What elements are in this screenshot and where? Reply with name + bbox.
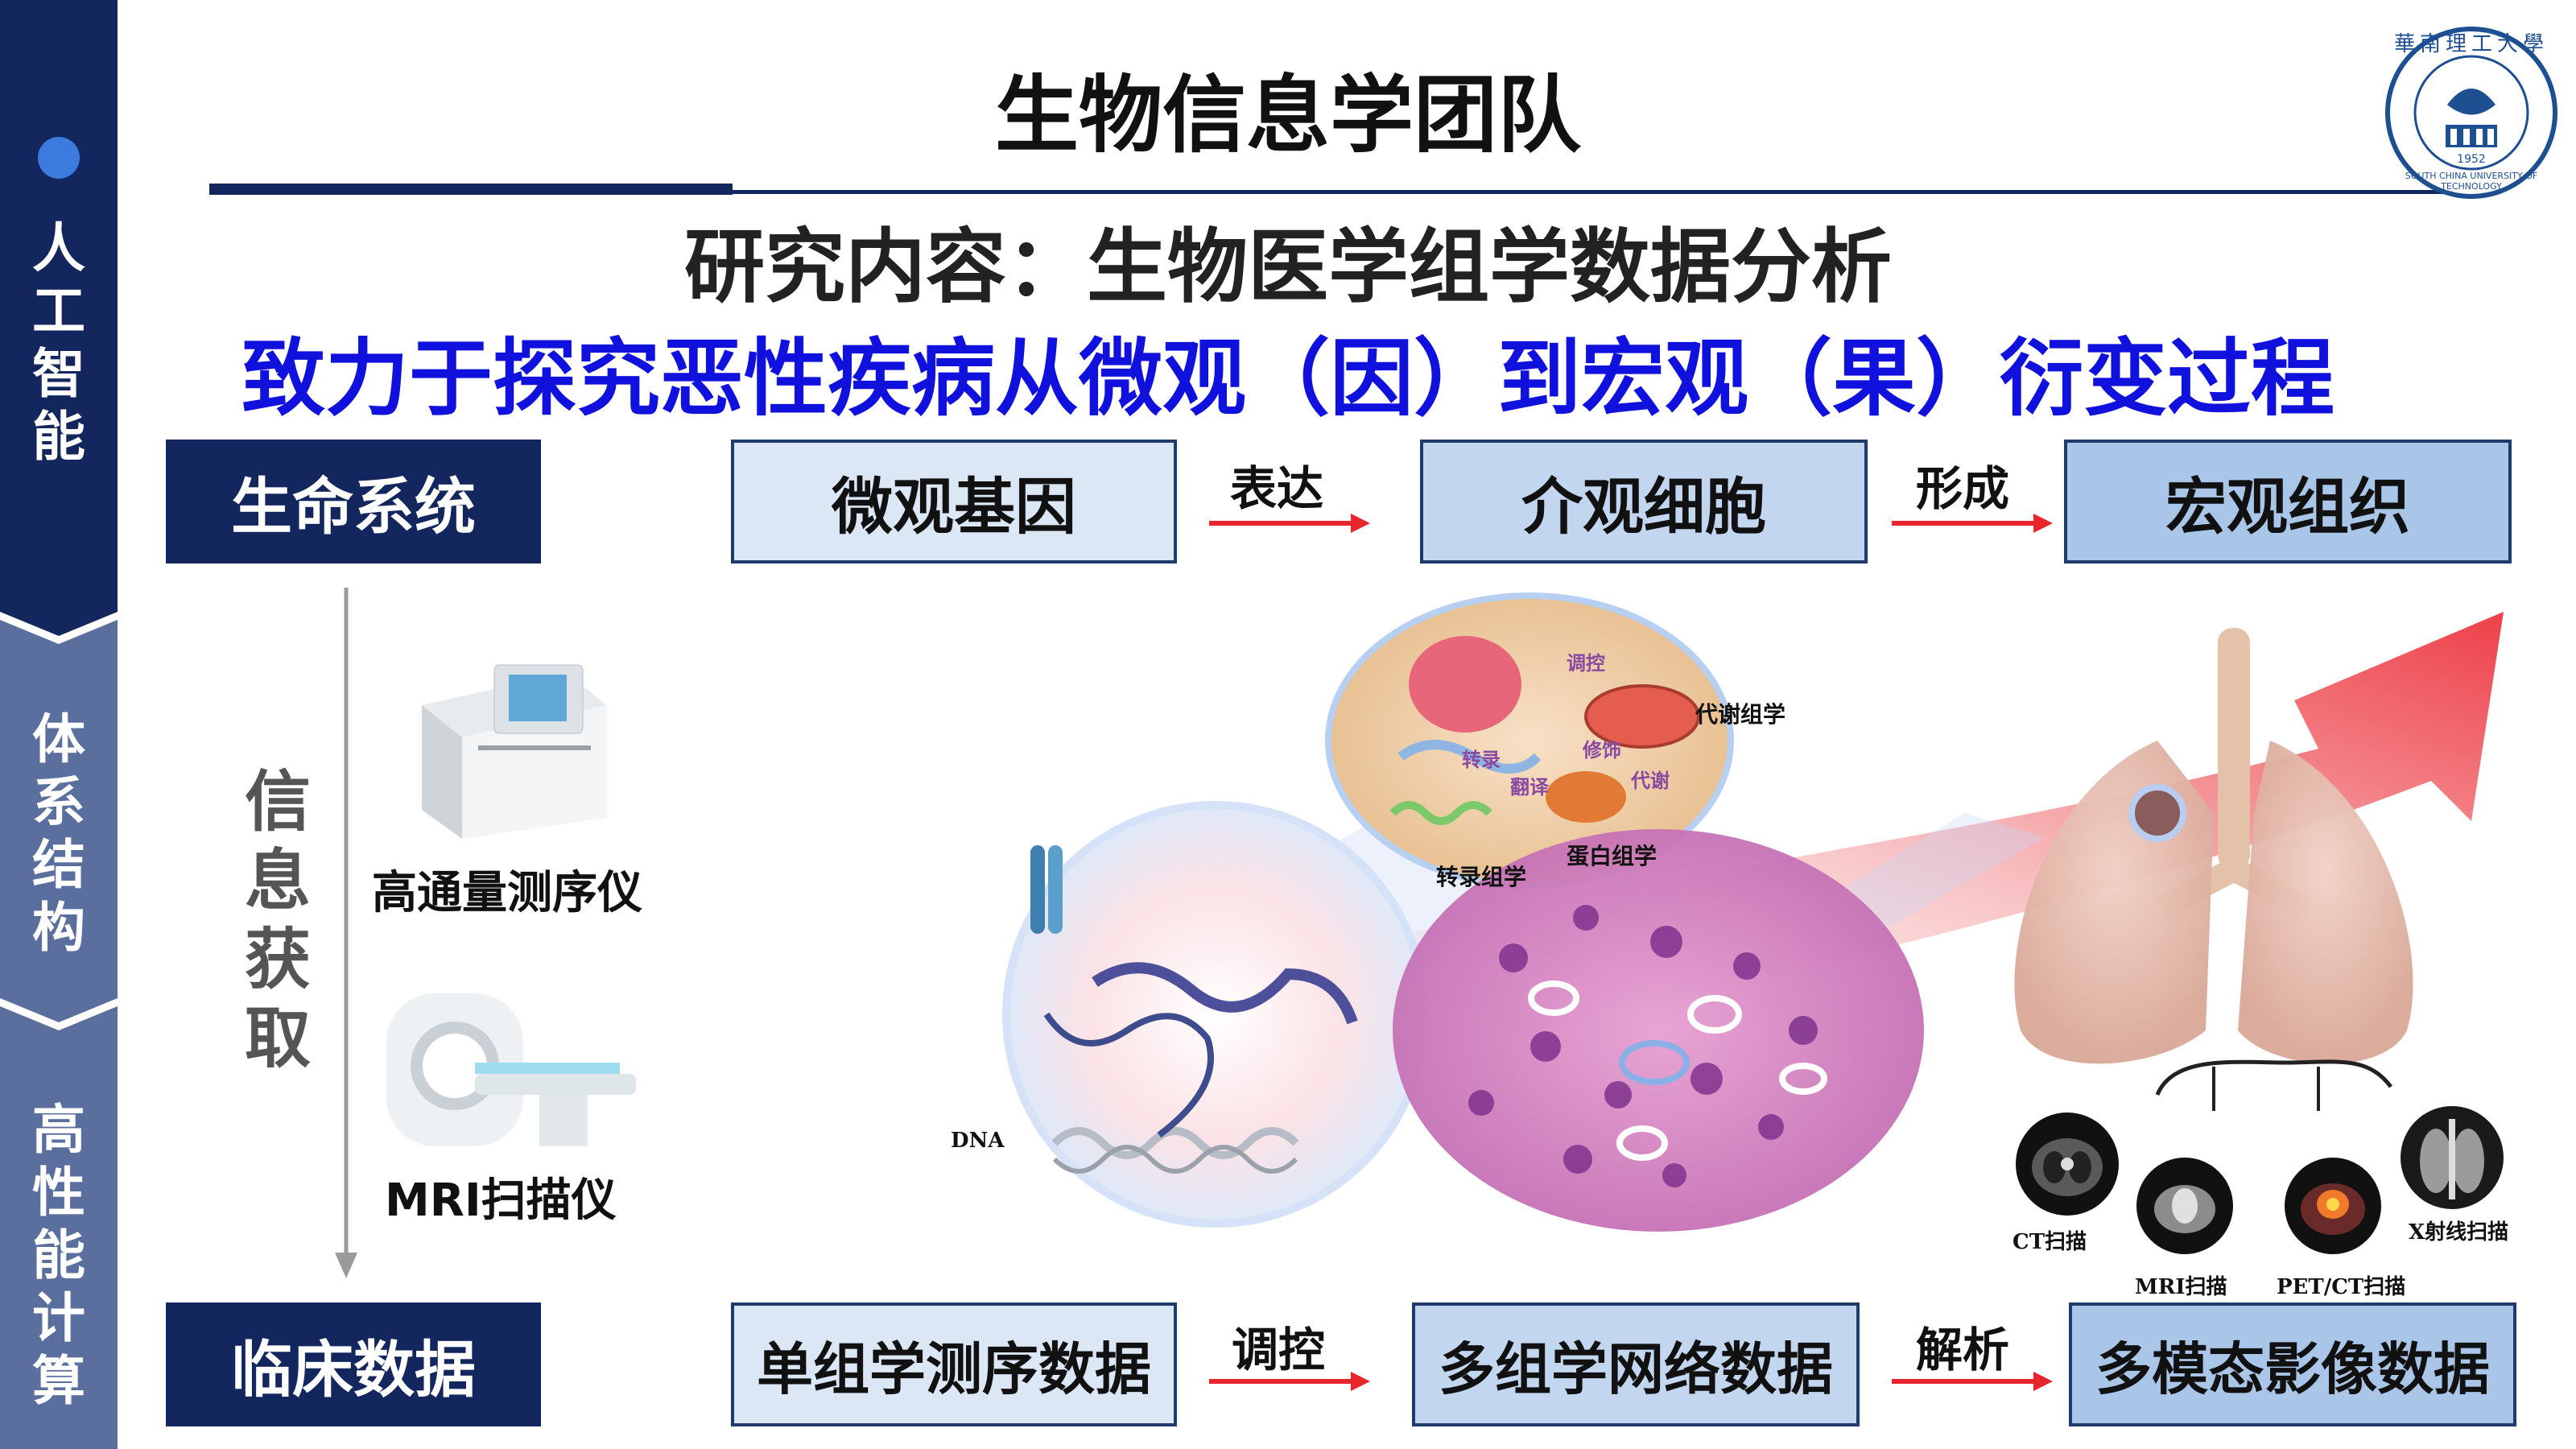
title-divider (209, 184, 2479, 195)
proteomics-label: 蛋白组学 (1567, 843, 1657, 869)
pet-ct-scan-image (2285, 1158, 2381, 1254)
multi-omics-box: 多组学网络数据 (1412, 1302, 1860, 1426)
clinical-data-tag: 临床数据 (166, 1302, 541, 1426)
transcriptomics-label: 转录组学 (1436, 864, 1527, 890)
sidebar-item-label: 人工智能 (32, 217, 85, 468)
life-system-tag: 生命系统 (166, 440, 541, 564)
expression-arrow-icon (1209, 514, 1370, 533)
info-acquisition-label: 信息获取 (244, 764, 311, 1077)
cell-label-transcription: 转录 (1462, 749, 1501, 771)
metabolomics-label: 代谢组学 (1695, 701, 1786, 728)
info-acquisition-arrow-icon (335, 588, 357, 1278)
cell-label-regulation: 调控 (1567, 652, 1605, 675)
sequencer-image (422, 664, 607, 839)
logo-ring-text: SOUTH CHINA UNIVERSITY OF TECHNOLOGY (2405, 171, 2538, 192)
sidebar-item-ai[interactable]: 人工智能 (0, 217, 118, 469)
research-subtitle: 研究内容：生物医学组学数据分析 (684, 220, 1892, 314)
university-logo: 華南理工大學 SOUTH CHINA UNIVERSITY OF TECHNOL… (2383, 24, 2560, 201)
xray-scan-image (2401, 1106, 2504, 1209)
cell-label-translation: 翻译 (1510, 776, 1549, 799)
sidebar-item-label: 高性能计算 (32, 1099, 85, 1412)
cell-label-modification: 修饰 (1583, 739, 1621, 762)
macro-tissue-box: 宏观组织 (2064, 440, 2512, 564)
sidebar-item-architecture[interactable]: 体系结构 (0, 708, 118, 960)
mri-label: MRI扫描仪 (385, 1174, 617, 1227)
logo-chars: 華南理工大學 (2393, 32, 2549, 56)
logo-year: 1952 (2457, 153, 2486, 166)
single-omics-box: 单组学测序数据 (731, 1302, 1177, 1426)
ct-scan-image (2016, 1113, 2119, 1216)
micro-to-macro-illustration (1002, 592, 2504, 1232)
ct-scan-label: CT扫描 (2013, 1230, 2087, 1254)
analysis-label: 解析 (1916, 1323, 2010, 1377)
pet-ct-scan-label: PET/CT扫描 (2277, 1275, 2406, 1299)
analysis-arrow-icon (1892, 1372, 2053, 1391)
sequencer-label: 高通量测序仪 (372, 867, 642, 919)
sidebar-item-hpc[interactable]: 高性能计算 (0, 1099, 118, 1413)
dna-label: DNA (951, 1129, 1005, 1153)
mri-scan-image (2136, 1158, 2233, 1254)
formation-label: 形成 (1916, 461, 2010, 516)
page-title: 生物信息学团队 (994, 66, 1581, 164)
mri-scan-label: MRI扫描 (2135, 1275, 2227, 1299)
xray-scan-label: X射线扫描 (2409, 1220, 2509, 1245)
regulation-label: 调控 (1232, 1323, 1326, 1377)
regulation-arrow-icon (1209, 1372, 1370, 1391)
cell-label-metabolism: 代谢 (1631, 770, 1670, 792)
micro-gene-box: 微观基因 (731, 440, 1177, 564)
sidebar-item-label: 体系结构 (32, 708, 85, 959)
formation-arrow-icon (1892, 514, 2053, 533)
research-tagline: 致力于探究恶性疾病从微观（因）到宏观（果）衍变过程 (241, 329, 2334, 427)
sidebar (0, 0, 118, 1449)
mri-scanner-image (386, 993, 636, 1146)
university-seal-icon (2385, 27, 2557, 199)
meso-cell-box: 介观细胞 (1420, 440, 1868, 564)
multimodal-imaging-box: 多模态影像数据 (2069, 1302, 2516, 1426)
expression-label: 表达 (1230, 461, 1324, 516)
